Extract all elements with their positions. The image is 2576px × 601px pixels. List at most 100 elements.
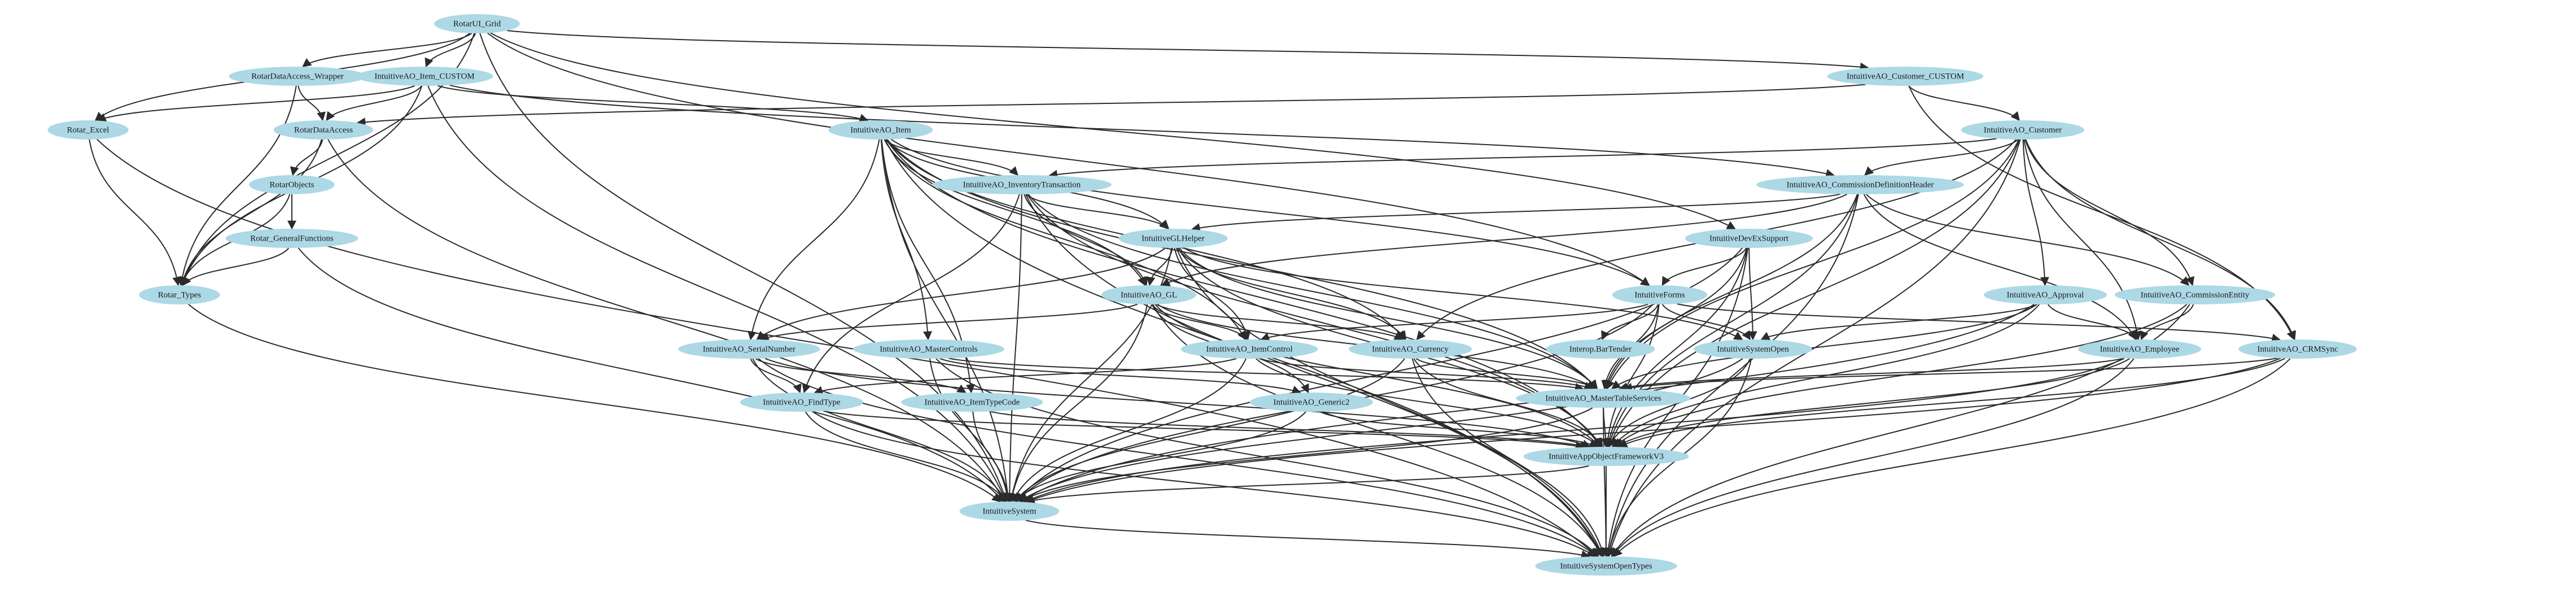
node-label: RotarDataAccess — [294, 125, 353, 134]
edge-intuitiveao-inventorytransaction-to-intuitivesystem — [1005, 194, 1022, 503]
edge-intuitiveao-crmsync-to-intuitivesystemopentypes — [1613, 358, 2291, 558]
edge-intuitiveforms-to-intuitiveappobjectframeworkv3 — [1603, 304, 1660, 448]
edge-intuitivedevexsupport-to-intuitiveappobjectframeworkv3 — [1604, 247, 1748, 448]
node-shape — [273, 120, 374, 140]
edge-intuitiveglhelper-to-intuitiveao-currency — [1177, 247, 1407, 341]
node-shape — [1961, 120, 2084, 140]
edge-intuitiveao-inventorytransaction-to-intuitiveglhelper — [1026, 194, 1170, 230]
node-intuitiveglhelper: IntuitiveGLHelper — [1118, 229, 1228, 248]
edge-intuitiveao-generic2-to-intuitivesystem — [1014, 411, 1306, 503]
node-label: IntuitiveAO_CommissionEntity — [2141, 290, 2250, 299]
node-intuitiveforms: IntuitiveForms — [1612, 285, 1708, 304]
edge-intuitivedevexsupport-to-intuitiveforms — [1661, 247, 1747, 286]
node-shape — [1101, 285, 1197, 304]
edge-intuitiveao-mastercontrols-to-intuitivesystem — [929, 358, 1012, 503]
edge-intuitiveao-itemcontrol-to-intuitiveao-findtype — [814, 358, 1237, 395]
node-shape — [740, 393, 863, 412]
node-shape — [1694, 339, 1812, 359]
edge-intuitiveao-gl-to-intuitiveappobjectframeworkv3 — [1154, 304, 1600, 448]
node-label: IntuitiveAO_CRMSync — [2257, 345, 2338, 354]
node-label: IntuitiveAO_InventoryTransaction — [963, 180, 1081, 189]
edge-rotar-ui-grid-to-intuitivedevexsupport — [490, 32, 1737, 230]
node-rotar-excel: Rotar_Excel — [47, 120, 129, 140]
node-label: Rotar_Types — [158, 290, 202, 299]
node-intuitiveao-findtype: IntuitiveAO_FindType — [740, 393, 863, 412]
node-intuitiveao-serialnumber: IntuitiveAO_SerialNumber — [678, 339, 820, 359]
edge-intuitiveao-findtype-to-intuitivesystem — [805, 411, 1007, 503]
edge-intuitivedevexsupport-to-intuitiveao-mastertableservices — [1603, 247, 1748, 390]
node-label: IntuitiveAO_ItemTypeCode — [925, 398, 1020, 407]
edge-intuitiveao-serialnumber-to-intuitivesystemopentypes — [758, 358, 1598, 558]
edge-intuitiveao-item-custom-to-intuitiveao-commissiondefinitionheader — [449, 84, 1835, 178]
edge-rotar-ui-grid-to-rotar-dataaccess-wrapper — [302, 33, 473, 68]
edge-intuitiveappobjectframeworkv3-to-intuitivesystem — [1025, 465, 1590, 505]
edge-intuitiveao-commissiondefinitionheader-to-intuitivesystemopentypes — [1605, 194, 1859, 558]
node-label: IntuitiveSystemOpenTypes — [1560, 561, 1652, 570]
edge-intuitiveao-employee-to-intuitivesystemopentypes — [1611, 358, 2135, 558]
node-label: IntuitiveAO_CommissionDefinitionHeader — [1787, 180, 1934, 189]
node-shape — [1984, 285, 2107, 304]
edge-intuitiveao-commissionentity-to-intuitiveao-employee — [2140, 304, 2194, 341]
edge-intuitiveforms-to-intuitiveao-itemcontrol — [1260, 303, 1648, 342]
node-intuitiveao-itemcontrol: IntuitiveAO_ItemControl — [1180, 339, 1318, 359]
node-label: RotarUI_Grid — [453, 19, 501, 28]
edge-intuitiveao-item-custom-to-intuitivesystem — [427, 85, 1007, 503]
edge-intuitiveglhelper-to-intuitiveao-serialnumber — [756, 247, 1166, 341]
edge-intuitiveao-crmsync-to-intuitivesystem — [1025, 358, 2281, 503]
edge-intuitiveao-itemcontrol-to-intuitivesystem — [1012, 358, 1247, 503]
node-intuitivesystemopen: IntuitiveSystemOpen — [1694, 339, 1812, 359]
node-shape — [356, 67, 493, 86]
edge-intuitiveao-item-to-intuitiveao-serialnumber — [747, 139, 880, 341]
node-intuitiveao-item: IntuitiveAO_Item — [828, 120, 933, 140]
node-shape — [225, 229, 358, 248]
node-intuitiveao-approval: IntuitiveAO_Approval — [1984, 285, 2107, 304]
edge-intuitiveao-gl-to-intuitiveao-serialnumber — [759, 303, 1138, 341]
edge-intuitiveao-employee-to-intuitiveao-mastertableservices — [1618, 358, 2124, 391]
node-shape — [1546, 339, 1655, 359]
node-shape — [901, 393, 1043, 412]
edge-intuitiveglhelper-to-intuitiveao-itemcontrol — [1174, 247, 1251, 341]
edge-intuitiveao-itemtypecode-to-intuitivesystem — [972, 411, 1013, 503]
edge-rotar-generalfunctions-to-rotar-types — [182, 247, 290, 286]
edge-intuitiveao-currency-to-intuitiveao-mastertableservices — [1415, 358, 1598, 389]
node-rotar-ui-grid: RotarUI_Grid — [434, 14, 520, 33]
node-shape — [1535, 556, 1677, 576]
edge-intuitiveao-item-custom-to-intuitiveao-item — [437, 85, 869, 123]
node-shape — [1516, 389, 1691, 408]
node-label: IntuitiveSystem — [983, 507, 1036, 516]
edge-intuitiveao-gl-to-intuitivesystem — [1008, 304, 1148, 503]
node-intuitiveao-commissiondefinitionheader: IntuitiveAO_CommissionDefinitionHeader — [1756, 175, 1964, 194]
node-label: IntuitiveAO_GL — [1121, 290, 1177, 299]
node-intuitiveao-crmsync: IntuitiveAO_CRMSync — [2238, 339, 2357, 359]
edge-intuitiveao-customer-to-intuitiveao-employee — [2023, 139, 2142, 341]
node-intuitiveao-employee: IntuitiveAO_Employee — [2078, 339, 2201, 359]
edge-rotardataaccess-to-intuitivesystem — [327, 139, 1005, 503]
edge-intuitiveao-approval-to-intuitiveao-mastertableservices — [1611, 304, 2037, 390]
node-shape — [434, 14, 520, 33]
node-intuitiveao-item-custom: IntuitiveAO_Item_CUSTOM — [356, 67, 493, 86]
edge-intuitiveao-crmsync-to-intuitiveao-mastertableservices — [1622, 358, 2278, 392]
edge-intuitiveao-currency-to-intuitivesystemopentypes — [1411, 358, 1607, 558]
node-rotar-generalfunctions: Rotar_GeneralFunctions — [225, 229, 358, 248]
node-intuitivedevexsupport: IntuitiveDevExSupport — [1685, 229, 1813, 248]
node-label: Interop.BarTender — [1569, 345, 1632, 354]
node-intuitiveao-itemtypecode: IntuitiveAO_ItemTypeCode — [901, 393, 1043, 412]
node-intuitiveappobjectframeworkv3: IntuitiveAppObjectFrameworkV3 — [1523, 447, 1689, 466]
edge-intuitiveao-itemtypecode-to-intuitiveappobjectframeworkv3 — [990, 411, 1589, 450]
edge-intuitiveforms-to-intuitivesystemopen — [1661, 304, 1751, 341]
edge-intuitivesystem-to-intuitivesystemopentypes — [1025, 520, 1590, 559]
edge-intuitiveglhelper-to-intuitivesystemopentypes — [1175, 247, 1604, 558]
node-shape — [2114, 285, 2276, 304]
edge-rotardataaccess-to-rotarobjects — [290, 139, 323, 176]
edge-intuitiveao-serialnumber-to-intuitiveappobjectframeworkv3 — [764, 358, 1591, 448]
node-label: IntuitiveForms — [1634, 290, 1685, 299]
node-shape — [2078, 339, 2201, 359]
node-shape — [1250, 393, 1373, 412]
node-shape — [139, 285, 220, 304]
node-label: IntuitiveGLHelper — [1142, 234, 1205, 243]
edge-intuitiveao-findtype-to-intuitivesystemopentypes — [812, 411, 1596, 558]
edge-intuitiveao-item-to-intuitiveao-itemcontrol — [884, 139, 1246, 341]
edge-intuitiveao-inventorytransaction-to-intuitiveao-mastertableservices — [1027, 194, 1598, 390]
edge-rotar-ui-grid-to-intuitiveao-customer-custom — [507, 30, 1869, 72]
edge-intuitiveao-customer-to-intuitiveappobjectframeworkv3 — [1608, 139, 2020, 448]
